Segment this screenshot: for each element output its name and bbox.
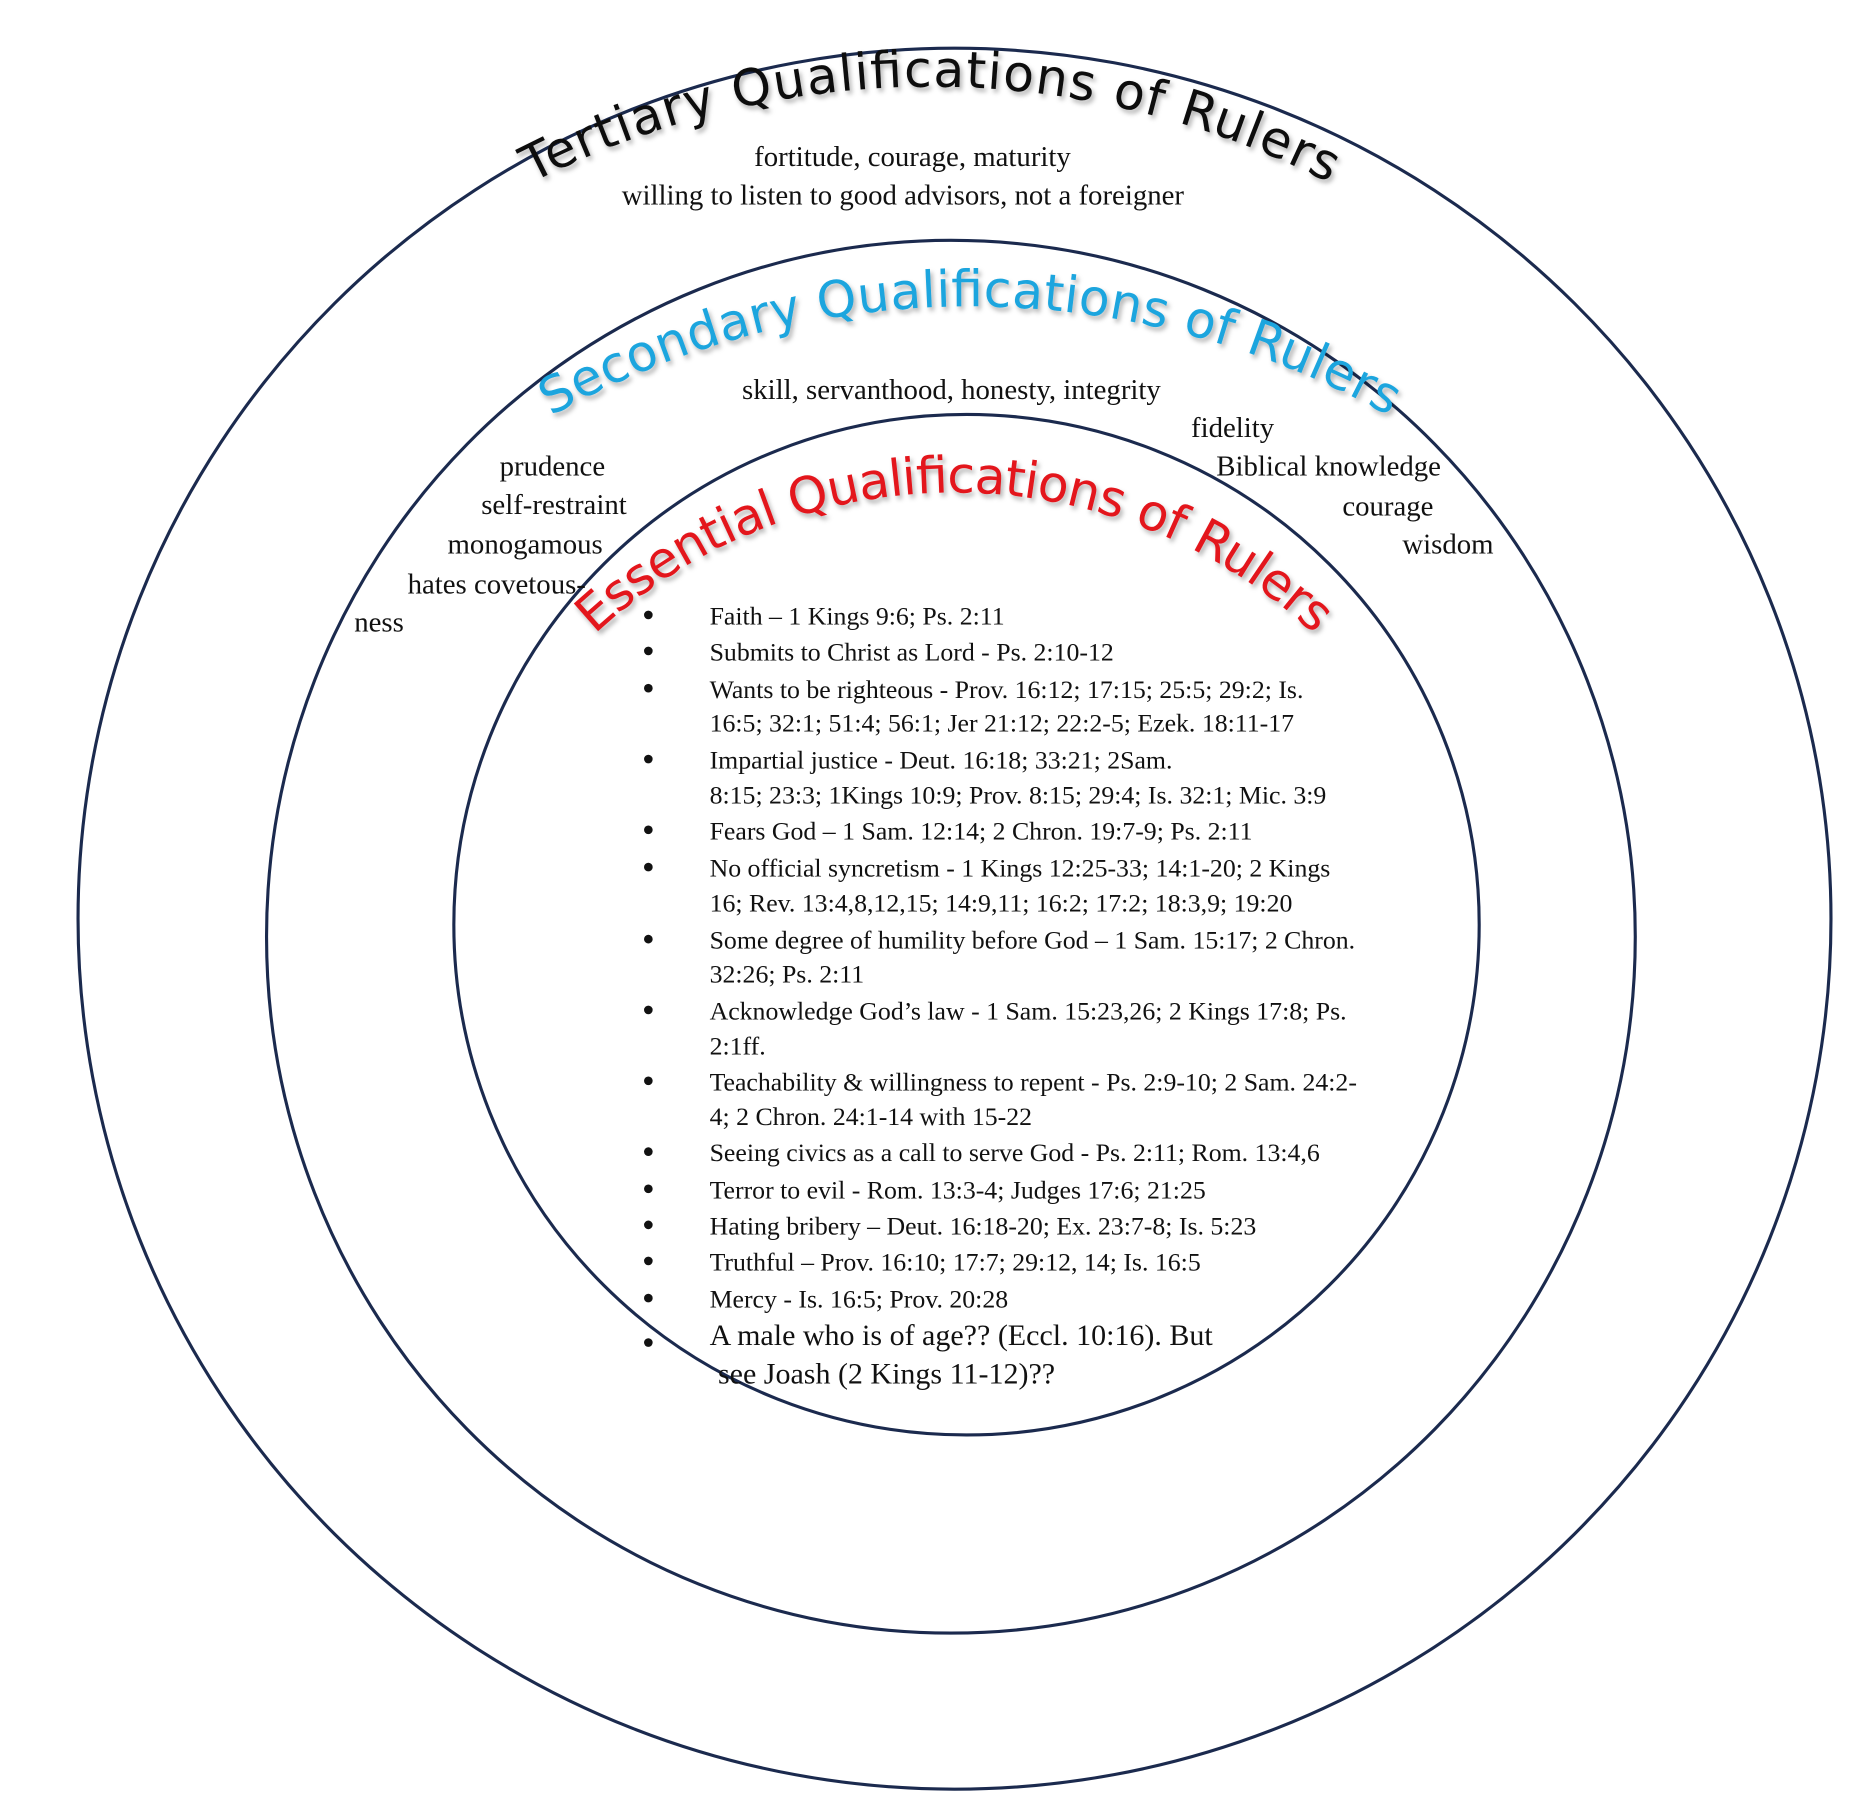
bullet-icon <box>644 862 653 872</box>
essential-item-text: Hating bribery – Deut. 16:18-20; Ex. 23:… <box>710 1211 1257 1240</box>
essential-item-text: Impartial justice - Deut. 16:18; 33:21; … <box>710 746 1173 775</box>
bullet-icon <box>644 754 653 764</box>
bullet-icon <box>644 1293 653 1303</box>
bullet-icon <box>644 610 653 620</box>
essential-item-text: Truthful – Prov. 16:10; 17:7; 29:12, 14;… <box>710 1247 1201 1276</box>
essential-item-text: Some degree of humility before God – 1 S… <box>710 926 1356 955</box>
secondary-left-item: ness <box>354 607 404 639</box>
secondary-left-item: hates covetous- <box>408 568 586 600</box>
essential-item-text: Submits to Christ as Lord - Ps. 2:10-12 <box>710 638 1114 667</box>
essential-item-text: Faith – 1 Kings 9:6; Ps. 2:11 <box>710 602 1005 631</box>
bullet-icon <box>644 1256 653 1266</box>
bullet-icon <box>644 825 653 835</box>
essential-item-text: 32:26; Ps. 2:11 <box>710 959 865 988</box>
bullet-icon <box>644 1184 653 1194</box>
essential-item-text: Terror to evil - Rom. 13:3-4; Judges 17:… <box>710 1175 1206 1204</box>
essential-item-text: Mercy - Is. 16:5; Prov. 20:28 <box>710 1285 1009 1314</box>
secondary-left-item: self-restraint <box>481 489 627 521</box>
essential-item-text: see Joash (2 Kings 11-12)?? <box>718 1357 1055 1390</box>
bullet-icon <box>644 1005 653 1015</box>
bullet-icon <box>644 1147 653 1156</box>
bullet-icon <box>644 1076 653 1086</box>
essential-item-text: 4; 2 Chron. 24:1-14 with 15-22 <box>710 1102 1032 1131</box>
secondary-right-item: courage <box>1342 490 1433 522</box>
tertiary-line: willing to listen to good advisors, not … <box>622 179 1185 211</box>
essential-item-text: Teachability & willingness to repent - P… <box>710 1067 1357 1096</box>
secondary-left-item: prudence <box>500 451 606 483</box>
bullet-icon <box>644 683 653 693</box>
essential-item-text: Seeing civics as a call to serve God - P… <box>710 1138 1320 1167</box>
secondary-right-item: fidelity <box>1191 412 1275 444</box>
essential-ring <box>452 412 1481 1437</box>
essential-item-text: Wants to be righteous - Prov. 16:12; 17:… <box>710 675 1304 704</box>
essential-item-text: 2:1ff. <box>710 1031 766 1060</box>
bullet-icon <box>644 646 653 656</box>
essential-item-text: No official syncretism - 1 Kings 12:25-3… <box>710 854 1331 883</box>
essential-item-text: Fears God – 1 Sam. 12:14; 2 Chron. 19:7-… <box>710 816 1253 845</box>
essential-item-text: Acknowledge God’s law - 1 Sam. 15:23,26;… <box>710 997 1347 1026</box>
tertiary-line: fortitude, courage, maturity <box>754 141 1071 173</box>
secondary-right-item: Biblical knowledge <box>1216 451 1441 483</box>
secondary-ring <box>264 238 1637 1635</box>
bullet-icon <box>644 1220 653 1230</box>
secondary-top-text: skill, servanthood, honesty, integrity <box>742 374 1161 406</box>
tertiary-ring <box>76 46 1833 1791</box>
essential-item-text: 16:5; 32:1; 51:4; 56:1; Jer 21:12; 22:2-… <box>710 708 1295 737</box>
secondary-right-item: wisdom <box>1402 529 1493 561</box>
essential-item-text: 16; Rev. 13:4,8,12,15; 14:9,11; 16:2; 17… <box>710 889 1293 918</box>
essential-item-text: A male who is of age?? (Eccl. 10:16). Bu… <box>710 1319 1214 1352</box>
essential-item-text: 8:15; 23:3; 1Kings 10:9; Prov. 8:15; 29:… <box>710 780 1327 809</box>
bullet-icon <box>644 1338 653 1347</box>
secondary-left-item: monogamous <box>448 529 603 561</box>
bullet-icon <box>644 934 653 944</box>
